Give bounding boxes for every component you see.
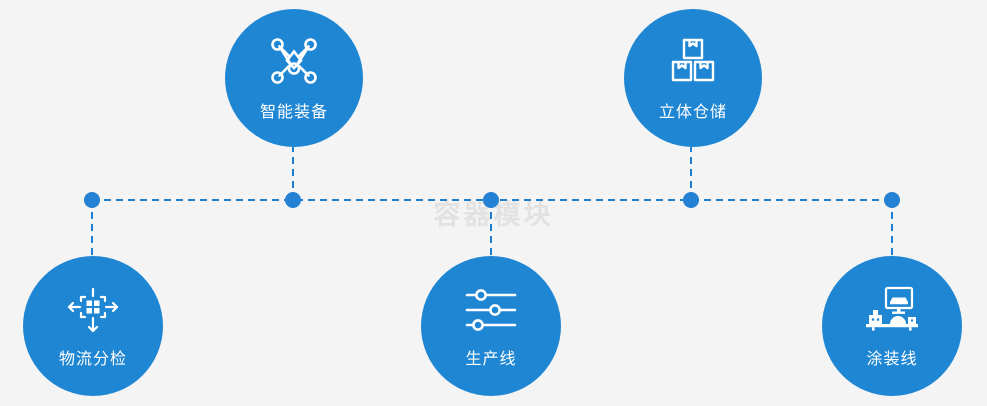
junction-dot-production-line [483, 192, 499, 208]
node-smart-equipment[interactable]: 智能装备 [225, 9, 363, 147]
node-label-smart-equipment: 智能装备 [259, 104, 328, 121]
junction-dot-smart-equipment [285, 192, 301, 208]
junction-dot-logistics-sorting [84, 192, 100, 208]
paint-booth-icon [864, 282, 920, 338]
node-label-production-line: 生产线 [465, 351, 517, 368]
sorting-arrows-icon [65, 282, 121, 338]
node-logistics-sorting[interactable]: 物流分检 [23, 256, 163, 396]
network-nodes-icon [266, 33, 322, 89]
node-label-logistics-sorting: 物流分检 [58, 351, 127, 368]
junction-dot-stereo-warehouse [683, 192, 699, 208]
node-label-stereo-warehouse: 立体仓储 [658, 104, 727, 121]
node-coating-line[interactable]: 涂装线 [822, 256, 962, 396]
stacked-boxes-icon [665, 33, 721, 89]
node-label-coating-line: 涂装线 [866, 351, 918, 368]
sliders-icon [463, 282, 519, 338]
junction-dot-coating-line [884, 192, 900, 208]
node-production-line[interactable]: 生产线 [421, 256, 561, 396]
node-stereo-warehouse[interactable]: 立体仓储 [624, 9, 762, 147]
